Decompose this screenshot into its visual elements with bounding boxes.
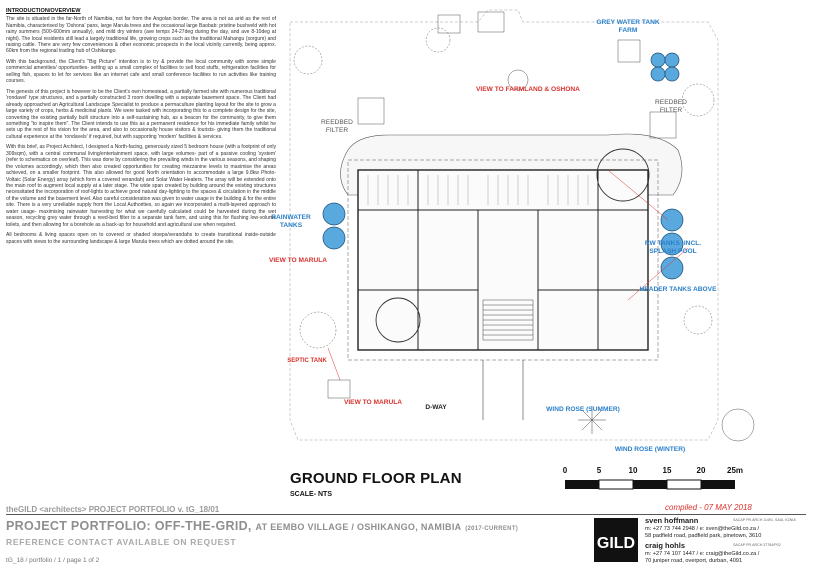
portfolio-title: PROJECT PORTFOLIO: OFF-THE-GRID, AT EEMB… (6, 519, 518, 533)
label-wind-rose-winter: WIND ROSE (WINTER) (614, 446, 686, 453)
rw-tank (660, 208, 684, 232)
contact-address: 58 padfield road, padfield park, pinetow… (645, 533, 762, 540)
scale-segment (701, 480, 735, 489)
tree-canopy (683, 305, 713, 335)
scale-bar: 0 5 10 15 20 25m (562, 466, 744, 498)
existing-structure (477, 11, 505, 33)
label-view-to-farmland: VIEW TO FARMLAND & OSHONA (476, 86, 580, 93)
label-view-to-marula-1: VIEW TO MARULA (268, 257, 328, 264)
rw-tank (660, 232, 684, 256)
grey-water-tank (650, 52, 666, 68)
reedbed-left (357, 97, 385, 125)
tree-canopy (299, 311, 337, 349)
label-rw-tanks-splash-pool: RW TANKS -INCL. SPLASH POOL (644, 240, 702, 255)
footer-divider (6, 514, 806, 515)
project-reference: theGILD <architects> PROJECT PORTFOLIO v… (6, 505, 220, 514)
driveway (482, 360, 524, 420)
contact-registration: SACAP PR.ARCH 11491, SAIA, KZNIA (733, 518, 796, 522)
portfolio-title-main: PROJECT PORTFOLIO: OFF-THE-GRID, (6, 519, 252, 533)
septic-tank (327, 379, 351, 399)
plan-title: GROUND FLOOR PLAN (290, 470, 462, 487)
label-grey-water-tank-farm: GREY WATER TANK FARM (596, 19, 660, 34)
contact-sven: sven hoffmann SACAP PR.ARCH 11491, SAIA,… (645, 516, 796, 540)
logo-text: GILD (597, 535, 635, 552)
main-house-outline (357, 169, 649, 351)
compiled-date: compiled - 07 MAY 2018 (665, 503, 752, 512)
pv-array-hatch (367, 175, 589, 205)
rw-tank (660, 256, 684, 280)
rainwater-tank (322, 202, 346, 226)
contact-name: sven hoffmann (645, 516, 699, 525)
tree-canopy (681, 83, 715, 117)
label-header-tanks: HEADER TANKS ABOVE (639, 286, 717, 293)
floor-plan-svg (289, 9, 755, 442)
intro-paragraph-2: With this background, the Client's "Big … (6, 58, 276, 85)
existing-structure (437, 14, 461, 34)
annotation-leaders (327, 169, 689, 381)
label-rainwater-tanks: RAINWATER TANKS (271, 214, 311, 229)
scale-tick-label: 25m (726, 466, 744, 475)
portfolio-title-location: AT EEMBO VILLAGE / OSHIKANGO, NAMIBIA (255, 522, 462, 532)
scale-bar-svg (565, 479, 735, 490)
reedbed-right (649, 111, 677, 139)
contact-address: 70 juniper road, overport, durban, 4091 (645, 558, 743, 565)
intro-paragraph-4: With this brief, as Project Architect, I… (6, 144, 276, 228)
label-septic-tank: SEPTIC TANK (287, 358, 327, 364)
page-reference: tG_18 / portfolio / 1 / page 1 of 2 (6, 557, 100, 564)
label-wind-rose-summer: WIND ROSE (SUMMER) (546, 406, 620, 413)
intro-paragraph-3: The genesis of this project is however t… (6, 88, 276, 140)
wind-rose-summer (578, 406, 606, 434)
scale-tick-label: 0 (562, 466, 568, 475)
grey-water-tank (664, 52, 680, 68)
stair (482, 299, 534, 341)
label-reedbed-filter-right: REEDBED FILTER (655, 99, 687, 114)
gild-logo: GILD (594, 518, 638, 562)
contact-phone-email: m: +27 73 744 2948 / e: sven@theGild.co.… (645, 525, 760, 532)
intro-paragraph-5: All bedrooms & living spaces open on to … (6, 232, 276, 245)
scale-segment (565, 480, 599, 489)
contact-craig: craig hohls SACAP PR.ARCH 37784/P02 m: +… (645, 541, 781, 565)
plan-scale-note: SCALE- NTS (290, 491, 332, 498)
contact-registration: SACAP PR.ARCH 37784/P02 (733, 543, 781, 547)
scale-tick-label: 15 (662, 466, 672, 475)
tree-canopy (293, 45, 323, 75)
gild-logo-icon: GILD (597, 535, 635, 552)
existing-structure (617, 39, 641, 63)
label-d-way: D-WAY (425, 404, 447, 411)
rondavel-circle (375, 297, 421, 343)
rainwater-tank (322, 226, 346, 250)
scale-segment (666, 479, 702, 490)
label-reedbed-filter-left: REEDBED FILTER (321, 119, 353, 134)
scale-segment (598, 479, 634, 490)
reference-contact-note: REFERENCE CONTACT AVAILABLE ON REQUEST (6, 537, 237, 547)
verandah-outline (347, 159, 659, 361)
grey-water-tank (664, 66, 680, 82)
introduction-text: INTRODUCTION/OVERVIEW The site is situat… (6, 8, 276, 249)
scale-tick-label: 10 (628, 466, 638, 475)
contact-phone-email: m: +27 74 107 1447 / e: craig@theGild.co… (645, 550, 760, 557)
scale-segment (633, 480, 667, 489)
intro-paragraph-1: The site is situated in the far-North of… (6, 16, 276, 55)
rondavel-circle (721, 408, 755, 442)
label-view-to-marula-2: VIEW TO MARULA (343, 399, 403, 406)
portfolio-title-years: (2017-CURRENT) (465, 526, 519, 532)
intro-heading: INTRODUCTION/OVERVIEW (6, 8, 81, 14)
scale-tick-label: 20 (696, 466, 706, 475)
scale-tick-label: 5 (596, 466, 602, 475)
rondavel-circle (596, 148, 650, 202)
grey-water-tank (650, 66, 666, 82)
contact-name: craig hohls (645, 541, 686, 550)
floor-plan-drawing: GREY WATER TANK FARM REEDBED FILTER REED… (269, 0, 814, 470)
existing-structure (507, 69, 529, 91)
